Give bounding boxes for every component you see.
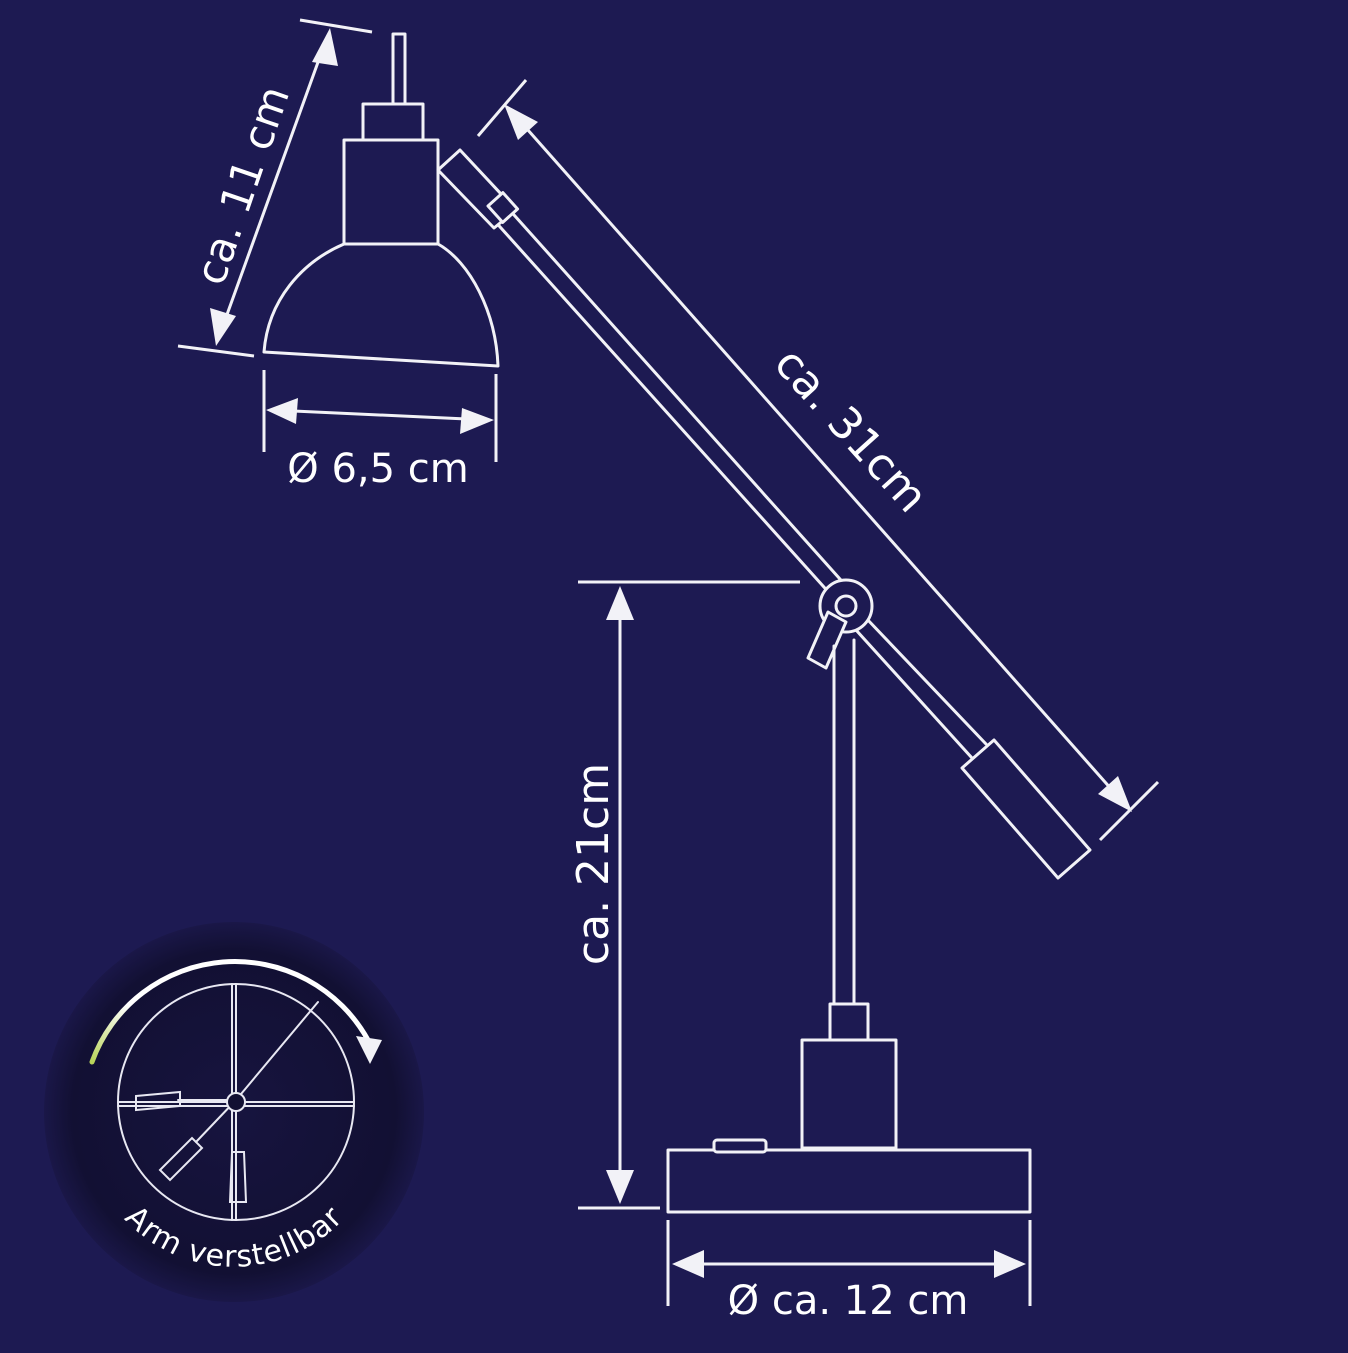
lamp-stand bbox=[800, 638, 898, 1150]
arm-length-dimension bbox=[476, 79, 1160, 842]
adjustable-arm-badge: Arm verstellbar bbox=[44, 922, 424, 1302]
stand-height-dimension bbox=[578, 580, 800, 1210]
lamp-arm bbox=[436, 148, 1092, 880]
base-diameter-label: Ø ca. 12 cm bbox=[728, 1278, 969, 1324]
lamp-shade bbox=[262, 32, 500, 368]
rotation-arrow-icon bbox=[356, 1036, 382, 1064]
lamp-base bbox=[666, 1138, 1032, 1214]
shade-height-label: ca. 11 cm bbox=[186, 80, 300, 291]
shade-diameter-dimension bbox=[262, 370, 498, 462]
stand-height-label: ca. 21cm bbox=[568, 763, 619, 965]
shade-diameter-label: Ø 6,5 cm bbox=[287, 446, 468, 492]
base-diameter-dimension bbox=[666, 1220, 1032, 1306]
shade-height-dimension bbox=[177, 18, 373, 358]
